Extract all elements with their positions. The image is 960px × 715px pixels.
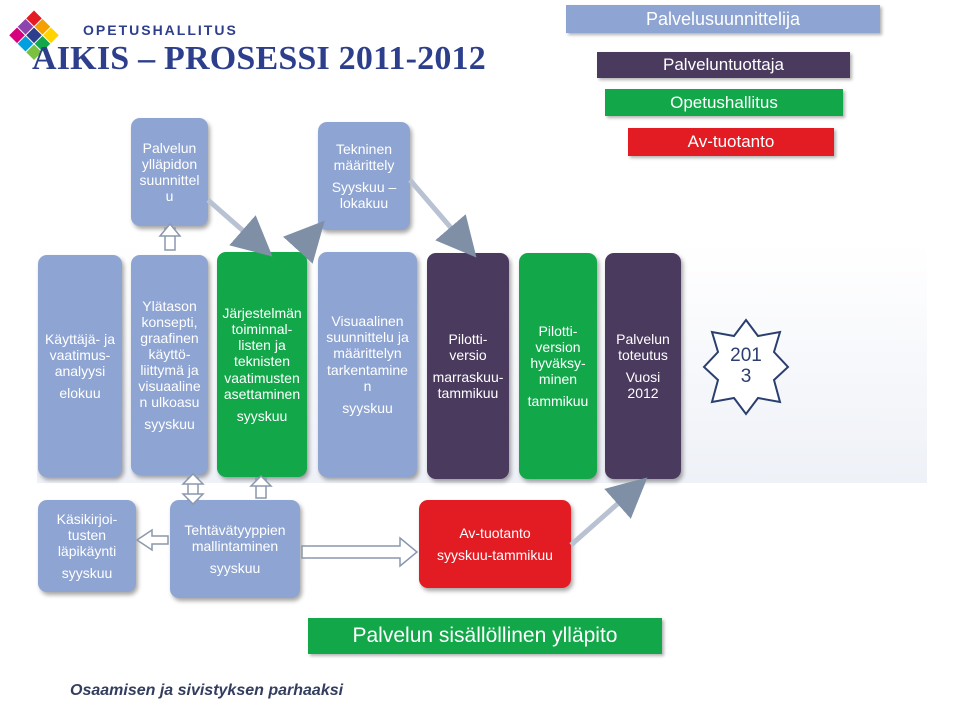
script-review-box: Käsikirjoi- tusten läpikäynti syyskuu xyxy=(38,500,136,592)
arrow-planning-to-requirements xyxy=(206,198,273,257)
star-label: 201 3 xyxy=(730,345,762,387)
opetushallitus-logo xyxy=(9,10,59,61)
legend-palvelusuunnittelija: Palvelusuunnittelija xyxy=(566,5,880,33)
phase-user-analysis: Käyttäjä- ja vaatimus- analyysi elokuu xyxy=(38,255,122,477)
content-maintenance-bar: Palvelun sisällöllinen ylläpito xyxy=(308,618,662,654)
task-type-modeling-box: Tehtävätyyppien mallintaminen syyskuu xyxy=(170,500,300,598)
technical-spec-box: Tekninen määrittely Syyskuu – lokakuu xyxy=(318,122,410,230)
arrow-modeling-to-av xyxy=(301,536,419,568)
phase-concept: Ylätason konsepti, graafinen käyttö- lii… xyxy=(131,255,208,475)
phase-pilot-approval: Pilotti- version hyväksy- minen tammikuu xyxy=(519,253,597,479)
brand-name: OPETUSHALLITUS xyxy=(83,22,238,38)
arrow-av-to-implementation xyxy=(569,477,648,547)
legend-av-tuotanto: Av-tuotanto xyxy=(628,128,834,156)
slogan: Osaamisen ja sivistyksen parhaaksi xyxy=(70,682,344,699)
av-production-box: Av-tuotanto syyskuu-tammikuu xyxy=(419,500,571,588)
phase-pilot-version: Pilotti- versio marraskuu- tammikuu xyxy=(427,253,509,479)
page-title: AIKIS – PROSESSI 2011-2012 xyxy=(32,40,486,77)
arrow-requirements-to-technical xyxy=(283,220,325,264)
arrow-technical-to-pilot xyxy=(408,178,477,258)
phase-implementation: Palvelun toteutus Vuosi 2012 xyxy=(605,253,681,479)
arrow-script-to-modeling xyxy=(135,528,169,552)
legend-opetushallitus: Opetushallitus xyxy=(605,89,843,116)
legend-palveluntuottaja: Palveluntuottaja xyxy=(597,52,850,78)
phase-visual-design: Visuaalinen suunnittelu ja määrittelyn t… xyxy=(318,252,417,477)
star-2013-icon xyxy=(702,318,790,416)
maintenance-planning-box: Palvelun ylläpidon suunnittel u xyxy=(131,118,208,226)
phase-requirements: Järjestelmän toiminnal- listen ja teknis… xyxy=(217,252,307,477)
